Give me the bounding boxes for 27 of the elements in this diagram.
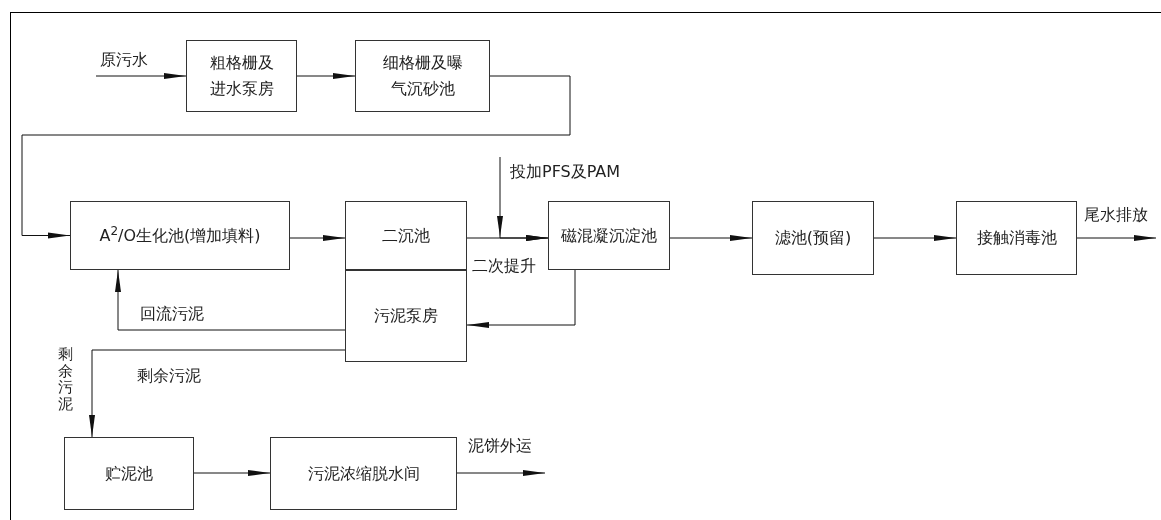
- arrow: [193, 470, 271, 476]
- process-box: 污泥泵房: [345, 270, 467, 362]
- process-box: 滤池(预留): [752, 201, 874, 275]
- arrow: [466, 269, 576, 328]
- edge-label: 尾水排放: [1082, 205, 1150, 226]
- process-box: 贮泥池: [64, 437, 194, 510]
- arrow: [669, 235, 753, 241]
- arrow: [296, 73, 356, 79]
- arrow: [456, 470, 546, 476]
- arrow: [1076, 235, 1157, 241]
- edge-label: 二次提升: [470, 256, 538, 277]
- process-box: 污泥浓缩脱水间: [270, 437, 457, 510]
- arrow: [115, 269, 346, 331]
- process-box: 粗格栅及进水泵房: [186, 40, 297, 112]
- process-box: 接触消毒池: [956, 201, 1077, 275]
- process-box: 细格栅及曝气沉砂池: [355, 40, 490, 112]
- arrow: [497, 156, 549, 241]
- process-box: A$^{2}$/O生化池(增加填料): [70, 201, 290, 270]
- edge-label: 剩余污泥: [135, 366, 203, 387]
- arrow: [95, 73, 187, 79]
- process-box: 磁混凝沉淀池: [548, 201, 670, 270]
- arrow: [21, 75, 571, 239]
- arrow: [89, 349, 346, 438]
- process-box: 二沉池: [345, 201, 467, 270]
- arrow: [873, 235, 957, 241]
- arrow: [289, 235, 346, 241]
- vertical-label: 剩余污泥: [58, 346, 73, 412]
